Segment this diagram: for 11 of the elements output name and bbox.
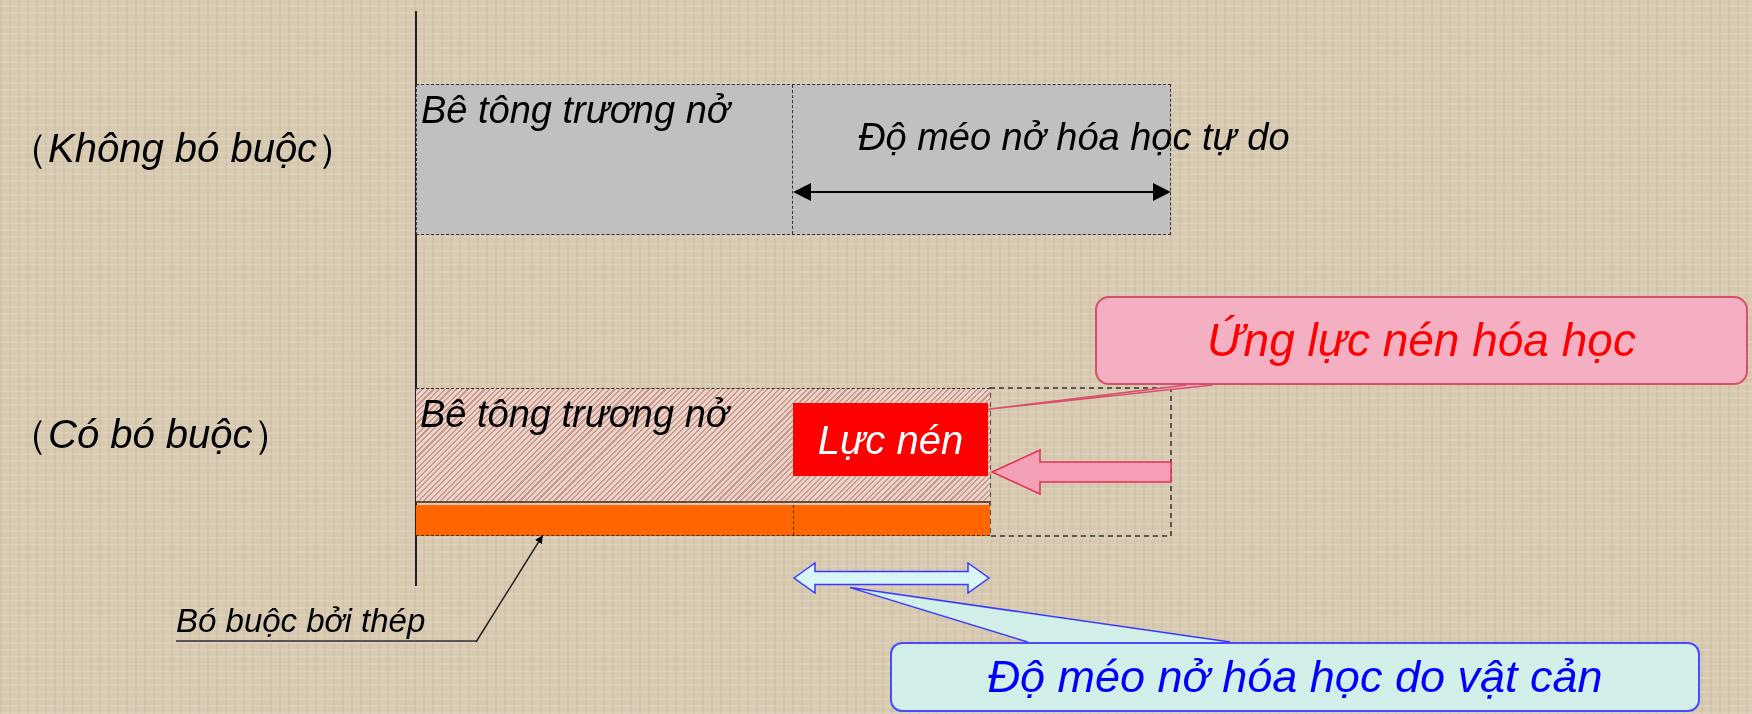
steel-restraint-bar xyxy=(416,505,990,536)
row-label: （Có bó buộc） xyxy=(8,411,293,457)
dimension-label: Độ méo nở hóa học tự do xyxy=(858,116,1290,160)
compression-force-box xyxy=(793,403,988,476)
row-label: （Không bó buộc） xyxy=(8,125,358,171)
leader-text: Bó buộc bởi thép xyxy=(176,602,426,640)
expansion-concrete-block xyxy=(416,388,990,503)
force-label: Lực nén xyxy=(817,416,964,463)
leader-line xyxy=(475,535,544,643)
callout-text: Ứng lực nén hóa học xyxy=(1207,314,1636,367)
callout-text: Độ méo nở hóa học do vật cản xyxy=(987,651,1603,703)
